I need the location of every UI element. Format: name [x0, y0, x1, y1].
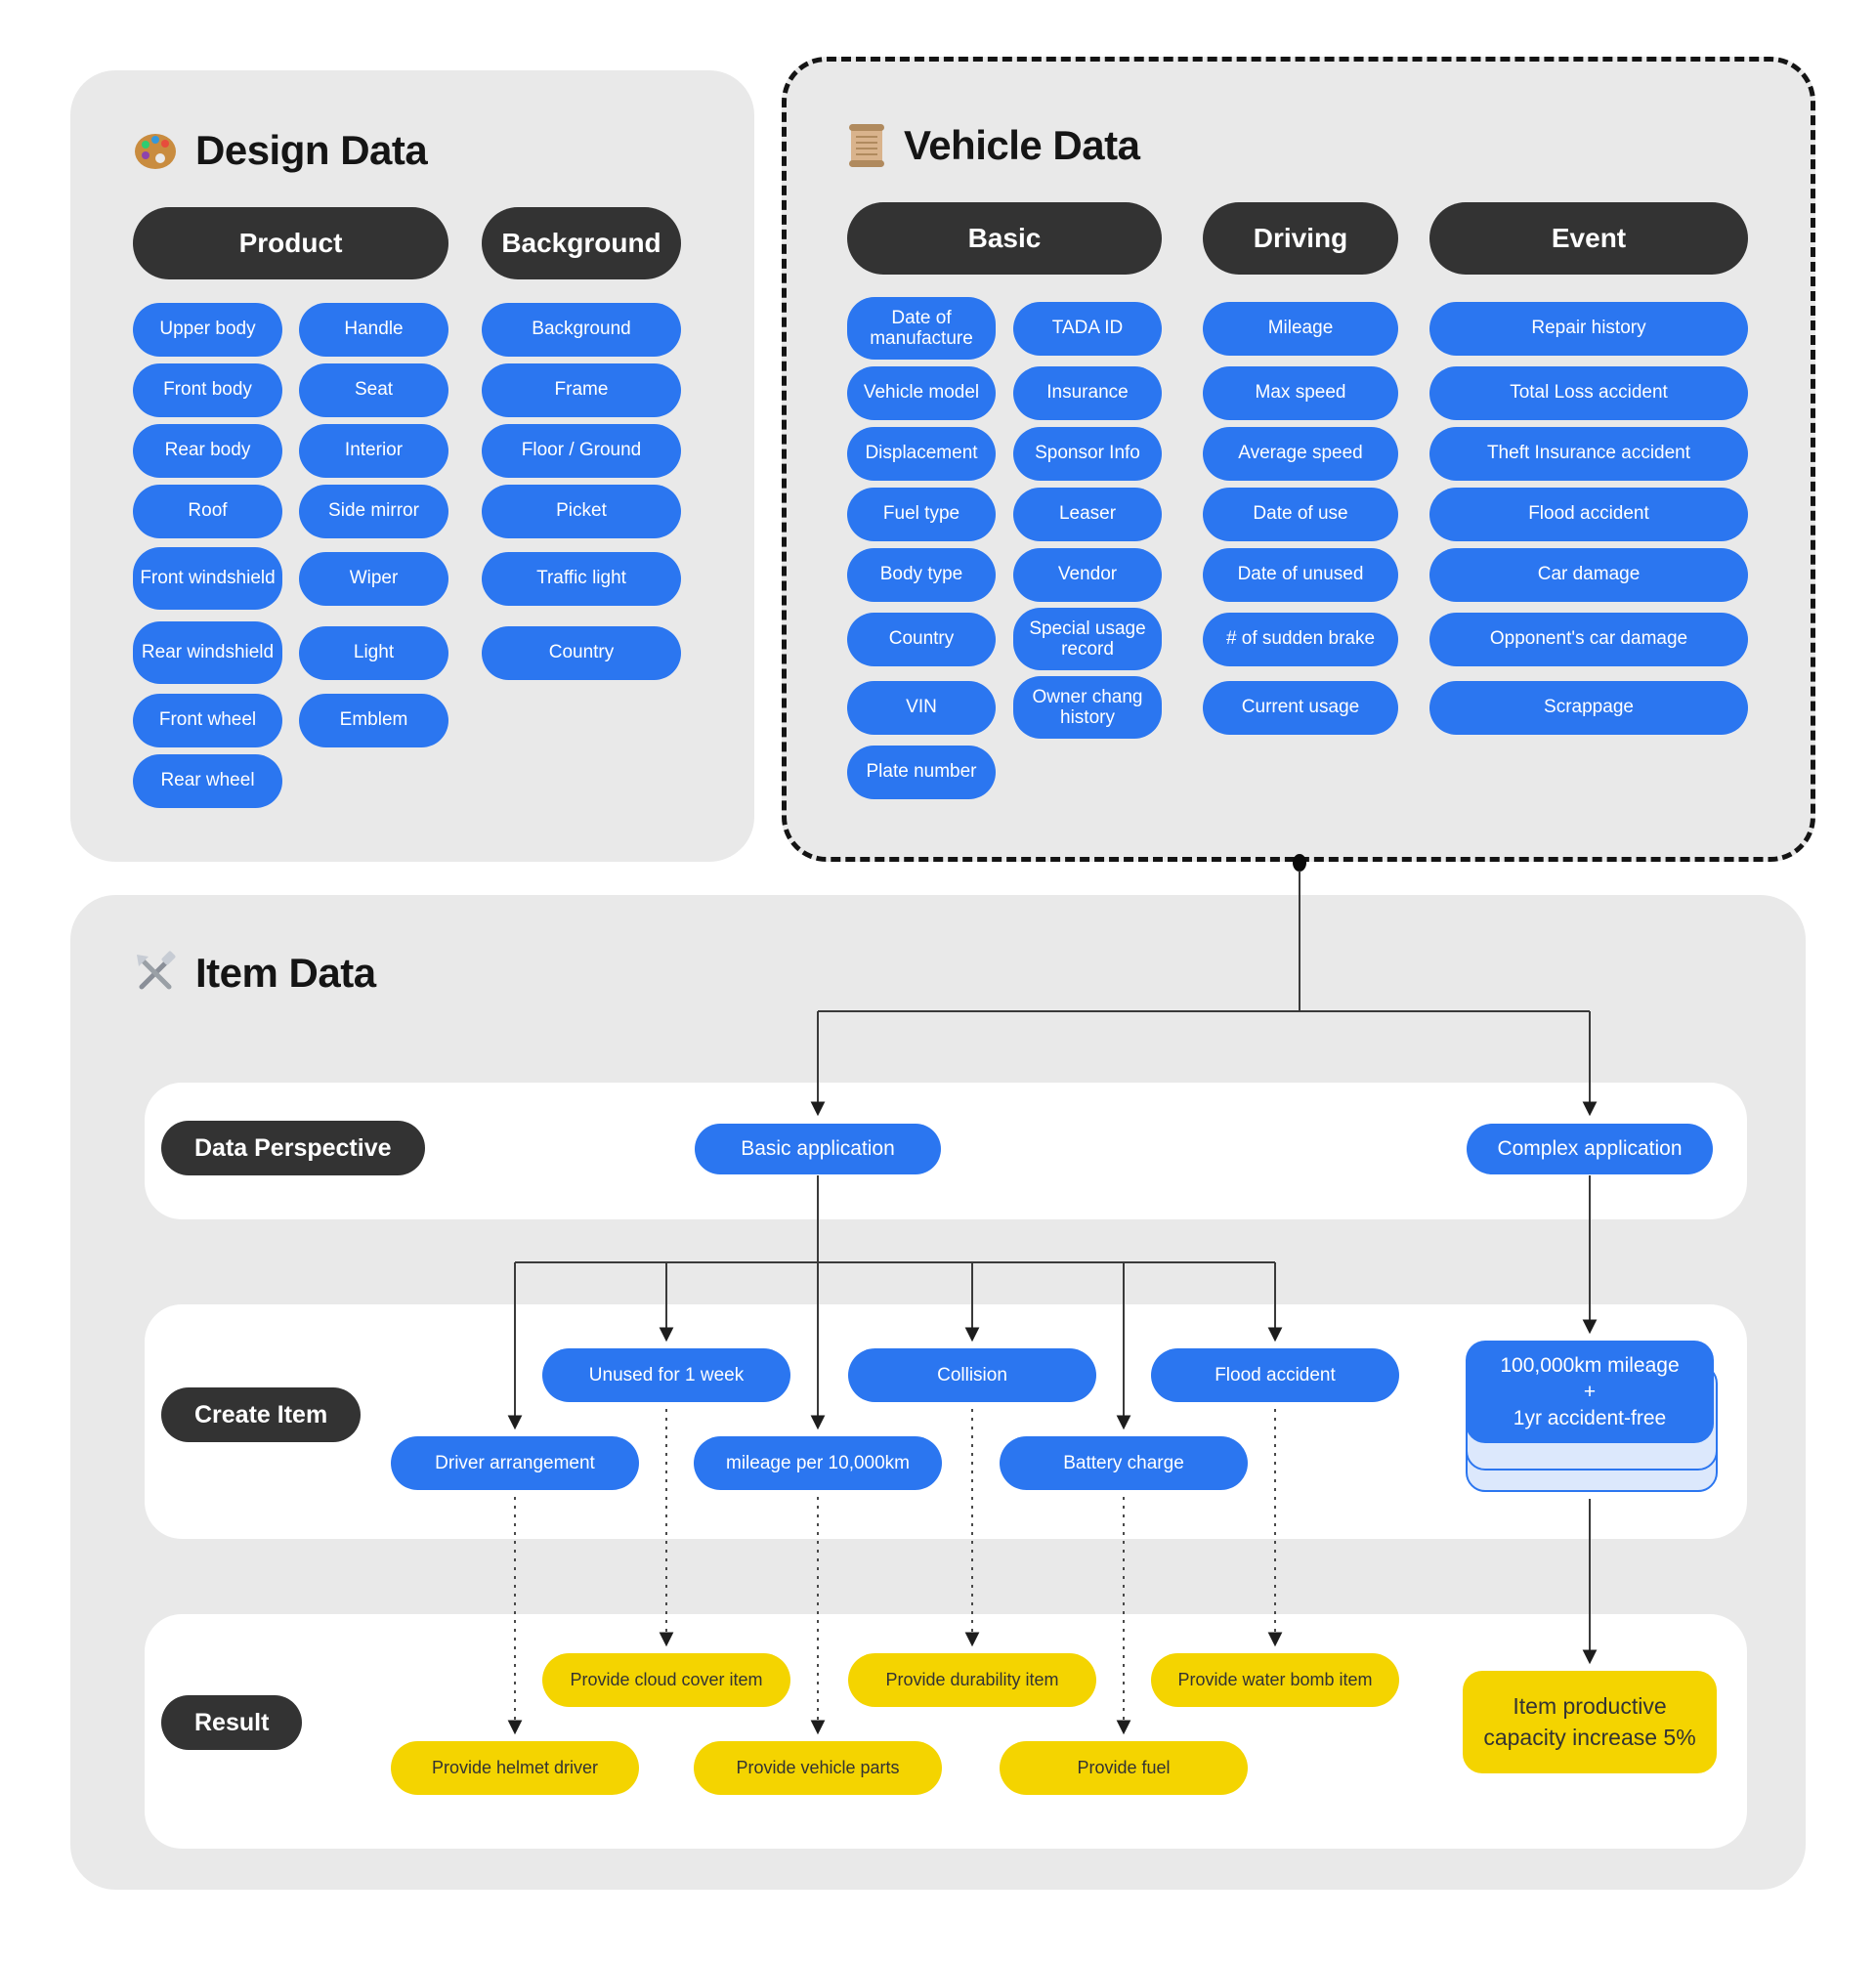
node-plate-number: Plate number	[847, 745, 996, 799]
node-background: Background	[482, 302, 681, 357]
node-flood-accident-event: Flood accident	[1429, 487, 1748, 541]
driving-header: Driving	[1203, 202, 1398, 275]
event-header: Event	[1429, 202, 1748, 275]
node-date-of-unused: Date of unused	[1203, 547, 1398, 602]
card-line-1: 100,000km mileage	[1500, 1353, 1680, 1377]
scroll-icon	[849, 124, 884, 167]
vehicle-grid: Basic Driving Event Date of manufacture …	[847, 202, 1811, 802]
hammer-and-pick-icon	[137, 951, 176, 990]
node-front-windshield: Front windshield	[133, 547, 282, 610]
node-seat: Seat	[299, 362, 448, 417]
node-vendor: Vendor	[1013, 547, 1162, 602]
vehicle-data-title-row: Vehicle Data	[847, 122, 1811, 169]
node-date-of-use: Date of use	[1203, 487, 1398, 541]
design-grid: Product Background Upper body Front body…	[133, 207, 754, 811]
node-leaser: Leaser	[1013, 487, 1162, 541]
node-insurance: Insurance	[1013, 365, 1162, 420]
node-country-bg: Country	[482, 625, 681, 680]
node-battery-charge: Battery charge	[1000, 1436, 1248, 1490]
data-perspective-label: Data Perspective	[161, 1121, 425, 1175]
palette-icon	[135, 134, 176, 169]
node-provide-fuel: Provide fuel	[1000, 1741, 1248, 1795]
node-special-usage-record: Special usage record	[1013, 608, 1162, 670]
node-provide-durability-item: Provide durability item	[848, 1653, 1096, 1707]
card-text: 100,000km mileage + 1yr accident-free	[1466, 1341, 1714, 1443]
node-rear-body: Rear body	[133, 423, 282, 478]
node-country: Country	[847, 612, 996, 666]
node-provide-vehicle-parts: Provide vehicle parts	[694, 1741, 942, 1795]
node-total-loss-accident: Total Loss accident	[1429, 365, 1748, 420]
node-provide-cloud-cover-item: Provide cloud cover item	[542, 1653, 790, 1707]
design-data-title-row: Design Data	[133, 127, 754, 174]
node-floor-ground: Floor / Ground	[482, 423, 681, 478]
node-repair-history: Repair history	[1429, 301, 1748, 356]
node-max-speed: Max speed	[1203, 365, 1398, 420]
node-rear-wheel: Rear wheel	[133, 753, 282, 808]
node-roof: Roof	[133, 484, 282, 538]
background-header: Background	[482, 207, 681, 279]
product-header: Product	[133, 207, 448, 279]
node-collision: Collision	[848, 1348, 1096, 1402]
node-front-wheel: Front wheel	[133, 693, 282, 747]
card-line-3: 1yr accident-free	[1513, 1407, 1667, 1430]
design-data-panel: Design Data Product Background Upper bod…	[70, 70, 754, 862]
node-fuel-type: Fuel type	[847, 487, 996, 541]
basic-header: Basic	[847, 202, 1162, 275]
node-provide-helmet-driver: Provide helmet driver	[391, 1741, 639, 1795]
node-provide-water-bomb-item: Provide water bomb item	[1151, 1653, 1399, 1707]
result-label: Result	[161, 1695, 303, 1750]
node-upper-body: Upper body	[133, 302, 282, 357]
vehicle-data-title: Vehicle Data	[904, 122, 1140, 168]
node-driver-arrangement: Driver arrangement	[391, 1436, 639, 1490]
node-complex-application: Complex application	[1467, 1124, 1713, 1174]
node-flood-accident-create: Flood accident	[1151, 1348, 1399, 1402]
node-interior: Interior	[299, 423, 448, 478]
node-unused-for-1-week: Unused for 1 week	[542, 1348, 790, 1402]
node-sudden-brake: # of sudden brake	[1203, 612, 1398, 666]
node-vin: VIN	[847, 680, 996, 735]
node-picket: Picket	[482, 484, 681, 538]
node-owner-chang-history: Owner chang history	[1013, 676, 1162, 739]
node-wiper: Wiper	[299, 551, 448, 606]
design-data-title: Design Data	[195, 127, 428, 173]
node-current-usage: Current usage	[1203, 680, 1398, 735]
create-item-label: Create Item	[161, 1387, 362, 1442]
node-date-of-manufacture: Date of manufacture	[847, 297, 996, 360]
node-front-body: Front body	[133, 362, 282, 417]
node-frame: Frame	[482, 362, 681, 417]
node-light: Light	[299, 625, 448, 680]
node-side-mirror: Side mirror	[299, 484, 448, 538]
card-line-2: +	[1583, 1380, 1597, 1403]
node-body-type: Body type	[847, 547, 996, 602]
node-displacement: Displacement	[847, 426, 996, 481]
vehicle-data-panel: Vehicle Data Basic Driving Event Date of…	[782, 57, 1815, 862]
node-opponents-car-damage: Opponent's car damage	[1429, 612, 1748, 666]
node-mileage: Mileage	[1203, 301, 1398, 356]
node-car-damage: Car damage	[1429, 547, 1748, 602]
node-rear-windshield: Rear windshield	[133, 621, 282, 684]
node-handle: Handle	[299, 302, 448, 357]
node-theft-insurance-accident: Theft Insurance accident	[1429, 426, 1748, 481]
node-emblem: Emblem	[299, 693, 448, 747]
node-item-productive-capacity: Item productive capacity increase 5%	[1463, 1671, 1717, 1773]
node-tada-id: TADA ID	[1013, 301, 1162, 356]
node-mileage-per-10000km: mileage per 10,000km	[694, 1436, 942, 1490]
node-vehicle-model: Vehicle model	[847, 365, 996, 420]
node-traffic-light: Traffic light	[482, 551, 681, 606]
node-scrappage: Scrappage	[1429, 680, 1748, 735]
item-data-title-row: Item Data	[133, 950, 1806, 997]
node-average-speed: Average speed	[1203, 426, 1398, 481]
node-complex-condition-card: 100,000km mileage + 1yr accident-free	[1466, 1341, 1718, 1497]
item-data-title: Item Data	[195, 950, 376, 996]
node-sponsor-info: Sponsor Info	[1013, 426, 1162, 481]
node-basic-application: Basic application	[695, 1124, 941, 1174]
